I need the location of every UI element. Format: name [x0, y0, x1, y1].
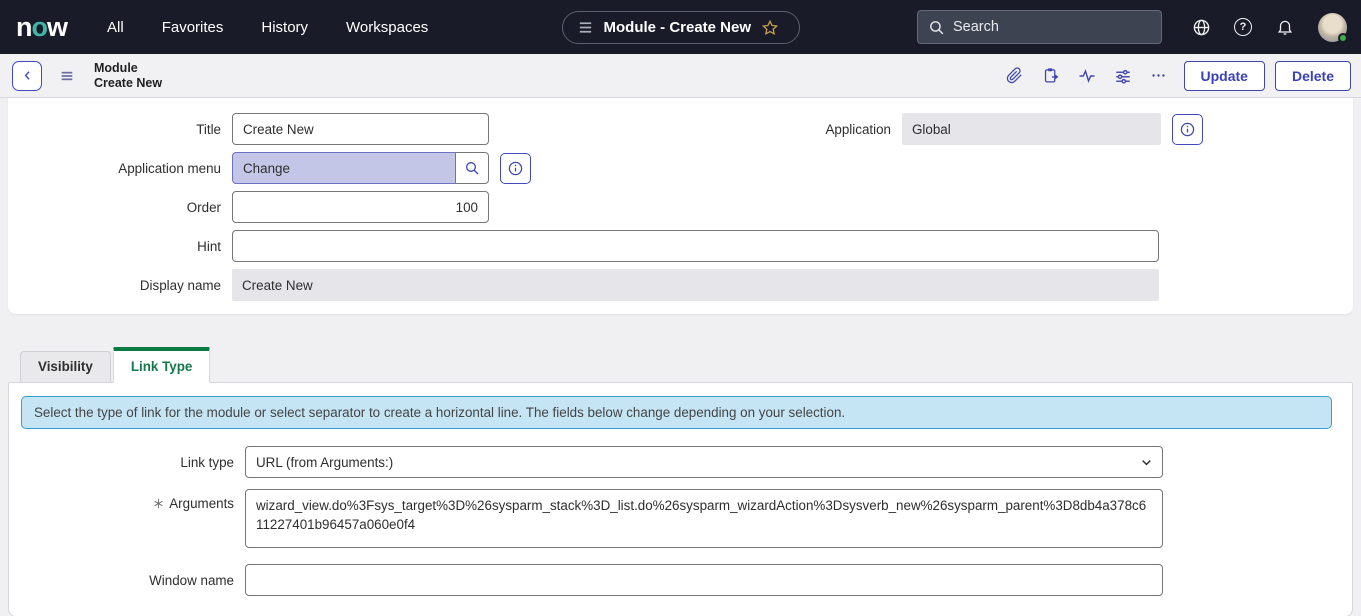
presence-indicator — [1338, 32, 1348, 43]
help-icon[interactable]: ? — [1226, 10, 1260, 44]
application-menu-info-icon[interactable] — [500, 152, 531, 184]
servicenow-logo[interactable]: now — [16, 11, 68, 43]
form-row-title: Title Application Global — [8, 113, 1353, 145]
search-icon — [928, 19, 945, 36]
hint-field[interactable] — [232, 230, 1159, 262]
update-button[interactable]: Update — [1183, 60, 1265, 91]
application-info-icon[interactable] — [1172, 113, 1203, 145]
row-link-type: Link type URL (from Arguments:) — [21, 446, 1332, 478]
row-arguments: Arguments wizard_view.do%3Fsys_target%3D… — [21, 489, 1332, 553]
arguments-label: Arguments — [21, 489, 245, 511]
link-type-panel: Select the type of link for the module o… — [8, 382, 1353, 616]
title-label: Title — [196, 121, 221, 137]
info-banner: Select the type of link for the module o… — [21, 396, 1332, 429]
display-name-field: Create New — [232, 269, 1159, 301]
paperclip-icon[interactable] — [1000, 61, 1030, 91]
form-row-hint: Hint — [8, 230, 1353, 262]
form-context-menu-icon[interactable] — [52, 61, 82, 91]
hint-label: Hint — [197, 238, 221, 254]
arguments-field-wrap: wizard_view.do%3Fsys_target%3D%26sysparm… — [245, 489, 1163, 553]
context-pill-title: Module - Create New — [603, 19, 752, 36]
window-name-label: Window name — [21, 573, 245, 588]
title-field[interactable] — [232, 113, 489, 145]
reference-lookup-icon[interactable] — [456, 152, 489, 184]
context-pill[interactable]: Module - Create New — [561, 11, 800, 44]
activity-icon[interactable] — [1072, 61, 1102, 91]
delete-button[interactable]: Delete — [1274, 60, 1351, 91]
tab-link-type[interactable]: Link Type — [112, 347, 211, 383]
sliders-icon[interactable] — [1108, 61, 1138, 91]
window-name-label-text: Window name — [149, 572, 234, 588]
nav-right-cluster: ? — [917, 10, 1348, 44]
nav-item-workspaces[interactable]: Workspaces — [346, 18, 429, 36]
search-input[interactable] — [953, 19, 1123, 35]
tab-bar: Visibility Link Type — [8, 347, 1353, 383]
arguments-label-text: Arguments — [169, 496, 234, 511]
link-type-select-wrap: URL (from Arguments:) — [245, 446, 1163, 478]
notification-bell-icon[interactable] — [1268, 10, 1302, 44]
application-menu-label: Application menu — [118, 160, 221, 176]
application-field: Global — [902, 113, 1161, 145]
nav-item-history[interactable]: History — [261, 18, 309, 36]
form-row-application: Application Global — [825, 113, 1203, 145]
arguments-field[interactable]: wizard_view.do%3Fsys_target%3D%26sysparm… — [245, 489, 1163, 548]
display-name-label: Display name — [139, 277, 221, 293]
window-name-field-wrap — [245, 564, 1163, 596]
form-row-order: Order — [8, 191, 1353, 223]
logo-letter: n — [16, 11, 32, 42]
row-window-name: Window name — [21, 564, 1332, 596]
back-button[interactable] — [12, 60, 42, 91]
record-toolbar: Module Create New Update Delete — [0, 54, 1361, 98]
favorite-star-icon[interactable] — [761, 19, 779, 37]
order-label: Order — [186, 199, 221, 215]
module-form: Title Application Global Application men… — [8, 98, 1353, 314]
toolbar-actions: Update Delete — [1000, 60, 1351, 91]
nav-item-favorites[interactable]: Favorites — [161, 18, 224, 36]
application-menu-reference — [232, 152, 489, 184]
form-list-icon — [577, 19, 594, 36]
clipboard-arrow-icon[interactable] — [1036, 61, 1066, 91]
link-type-select[interactable]: URL (from Arguments:) — [245, 446, 1163, 478]
form-tabs-section: Visibility Link Type Select the type of … — [0, 347, 1361, 616]
required-asterisk-icon — [153, 498, 164, 509]
primary-nav: All Favorites History Workspaces — [107, 19, 428, 36]
avatar[interactable] — [1318, 12, 1348, 43]
logo-letter: w — [47, 11, 68, 42]
globe-icon[interactable] — [1184, 10, 1218, 44]
application-menu-field[interactable] — [232, 152, 456, 184]
form-row-display-name: Display name Create New — [8, 269, 1353, 301]
order-field[interactable] — [232, 191, 489, 223]
record-display-name: Create New — [94, 75, 163, 90]
global-search[interactable] — [917, 10, 1162, 44]
form-row-application-menu: Application menu — [8, 152, 1353, 184]
nav-item-all[interactable]: All — [107, 18, 124, 36]
more-ellipsis-icon[interactable] — [1144, 61, 1174, 91]
window-name-field[interactable] — [245, 564, 1163, 596]
application-label: Application — [825, 121, 891, 137]
link-type-label-text: Link type — [180, 454, 234, 470]
tab-visibility[interactable]: Visibility — [20, 351, 111, 382]
record-title: Module Create New — [94, 61, 162, 91]
help-glyph: ? — [1234, 18, 1252, 36]
link-type-label: Link type — [21, 455, 245, 470]
record-table-name: Module — [94, 60, 138, 75]
logo-letter: o — [31, 11, 48, 42]
top-nav: now All Favorites History Workspaces Mod… — [0, 0, 1361, 54]
